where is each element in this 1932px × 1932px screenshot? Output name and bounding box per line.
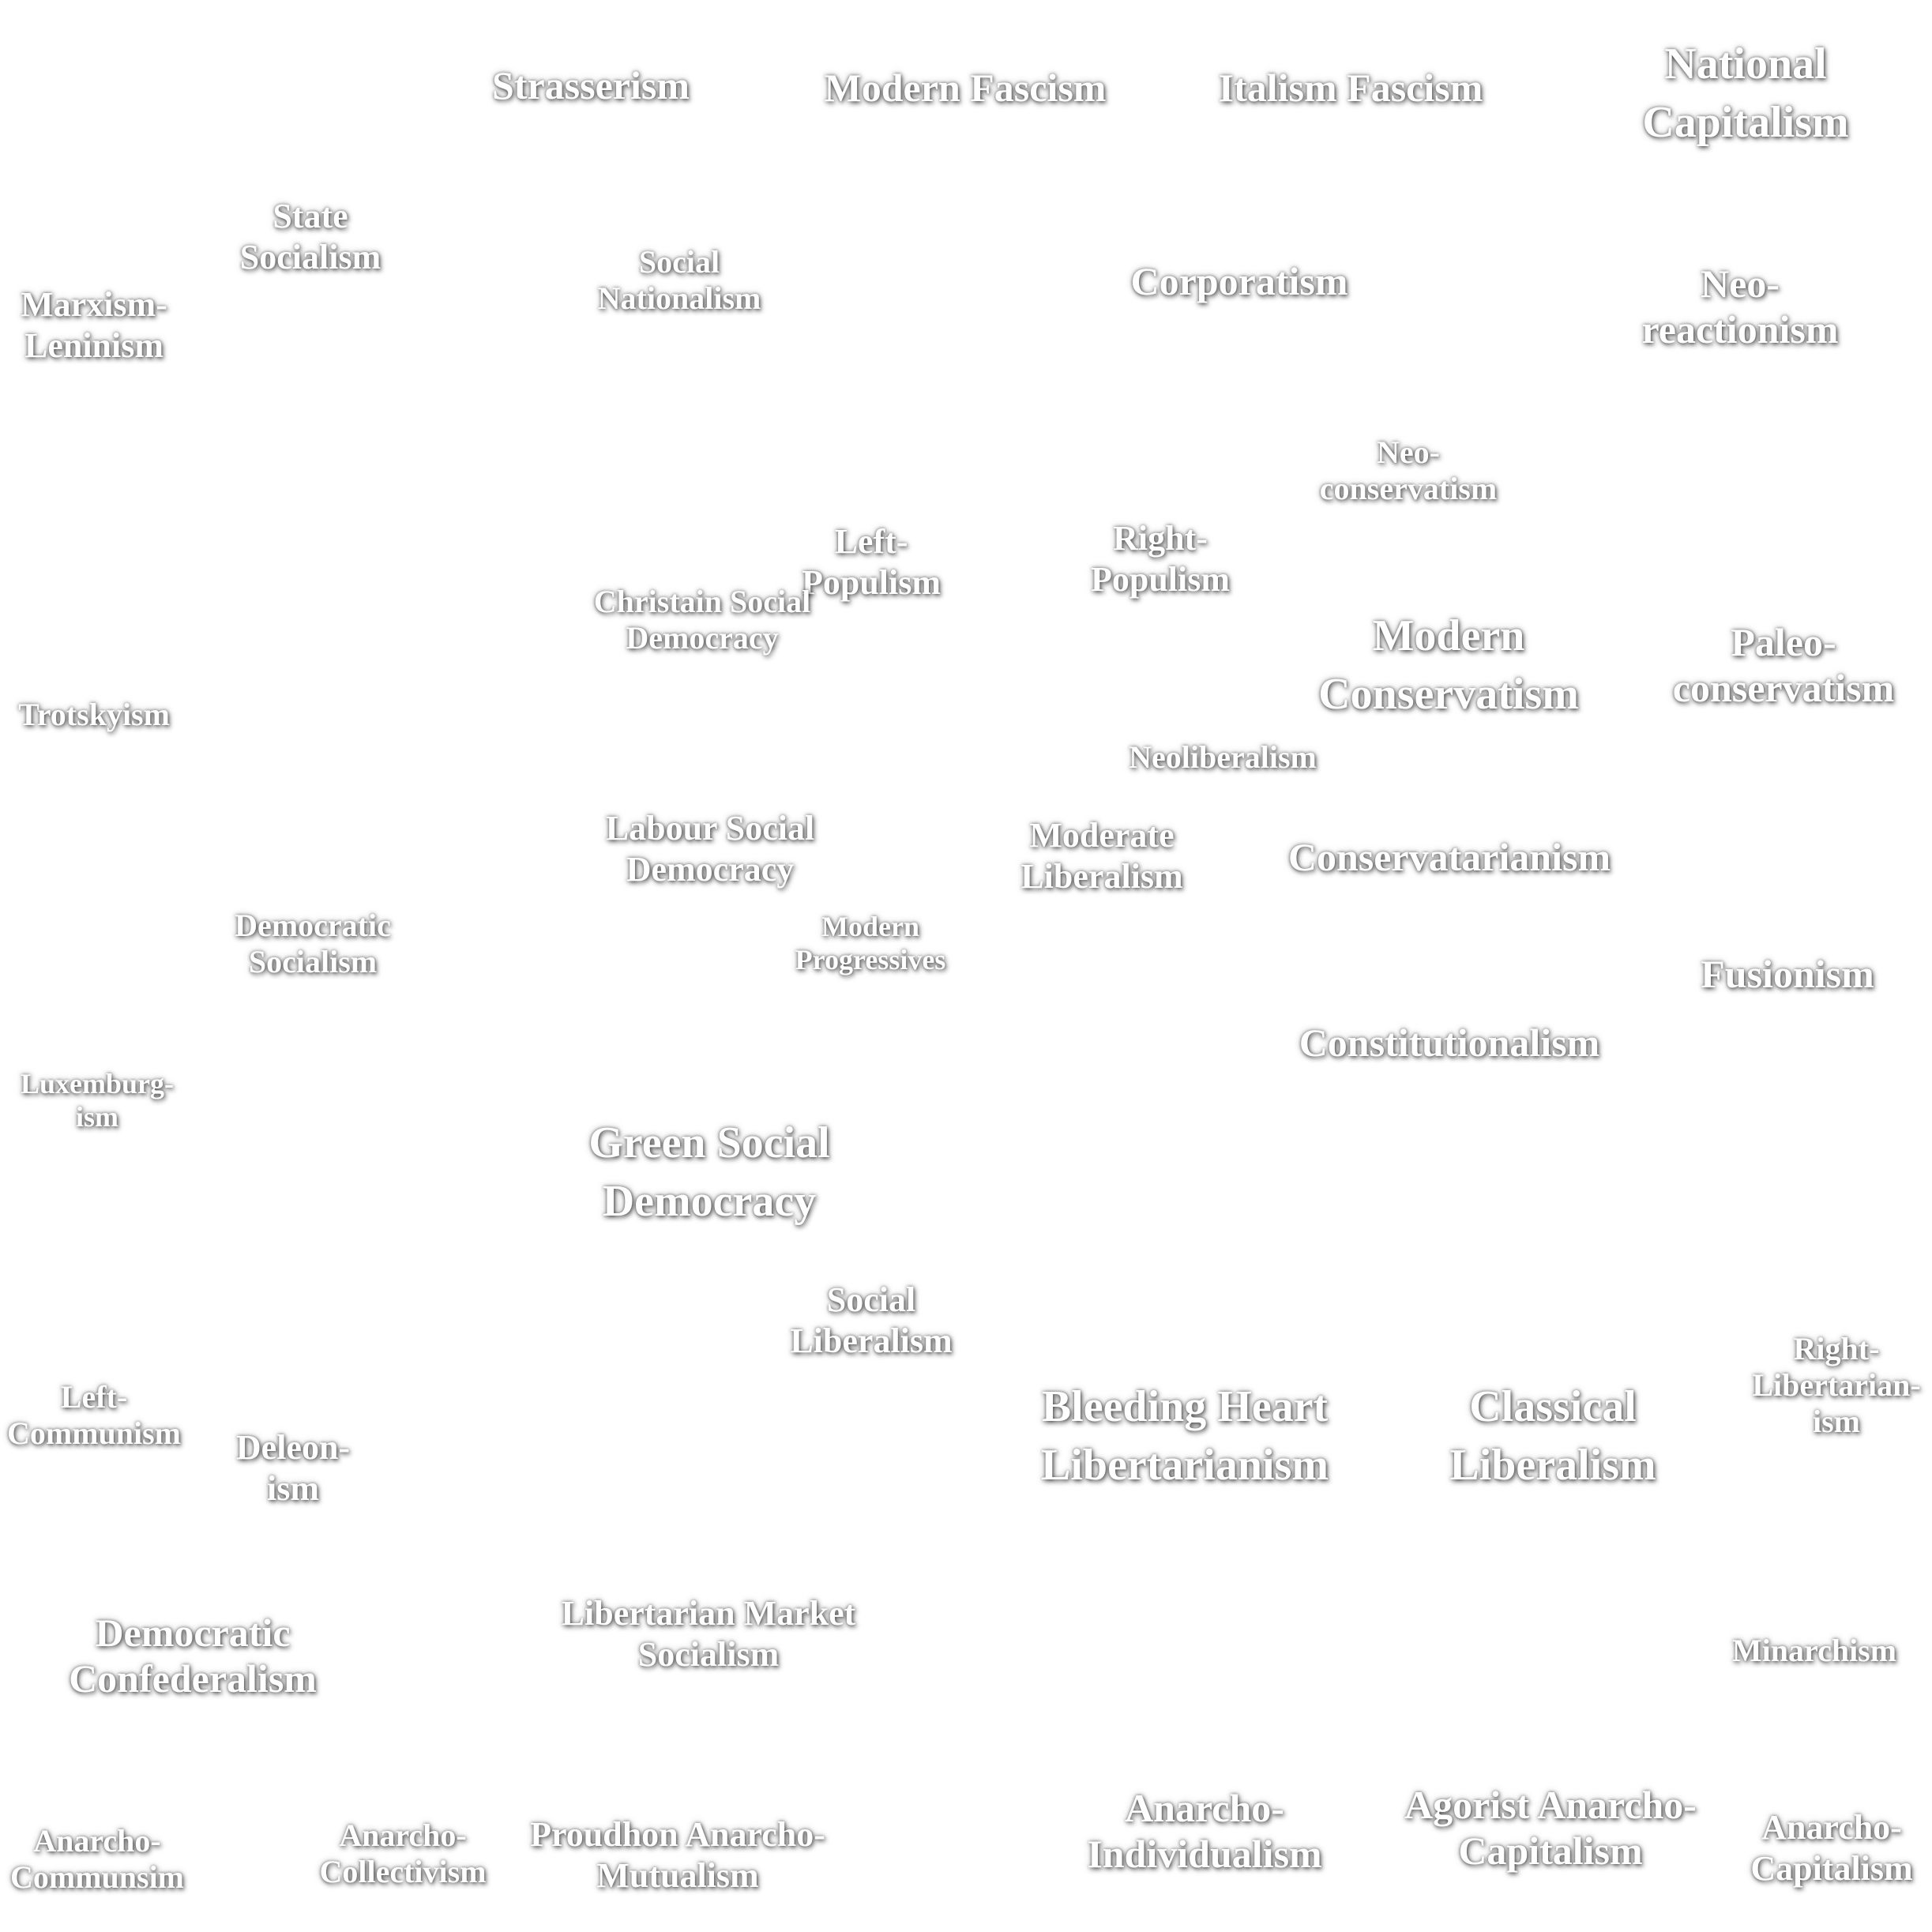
- label-modern-conservatism: Modern Conservatism: [1318, 611, 1579, 719]
- label-trotskyism: Trotskyism: [18, 697, 170, 732]
- label-social-nationalism: Social Nationalism: [597, 244, 761, 316]
- label-democratic-confederalism: Democratic Confederalism: [69, 1611, 317, 1701]
- label-democratic-socialism: Democratic Socialism: [235, 908, 391, 979]
- label-modern-progressives: Modern Progressives: [795, 911, 946, 975]
- label-classical-liberalism: Classical Liberalism: [1449, 1382, 1656, 1490]
- label-national-capitalism: National Capitalism: [1642, 39, 1849, 147]
- label-left-communism: Left- Communism: [6, 1379, 182, 1451]
- label-neoliberalism: Neoliberalism: [1129, 739, 1317, 775]
- label-state-socialism: State Socialism: [239, 197, 382, 276]
- label-christain-social-democracy: Christain Social Democracy: [593, 584, 811, 656]
- label-neo-reactionism: Neo- reactionism: [1641, 261, 1839, 351]
- label-proudhon-anarcho-mutualism: Proudhon Anarcho- Mutualism: [530, 1815, 825, 1895]
- label-right-populism: Right- Populism: [1090, 519, 1231, 599]
- label-right-libertarianism: Right- Libertarian- ism: [1752, 1331, 1921, 1439]
- label-social-liberalism: Social Liberalism: [790, 1280, 953, 1360]
- label-bleeding-heart-libertarianism: Bleeding Heart Libertarianism: [1041, 1382, 1329, 1490]
- label-marxism-leninism: Marxism- Leninism: [21, 285, 167, 365]
- label-anarcho-communsim: Anarcho- Communsim: [9, 1823, 185, 1895]
- label-left-populism: Left- Populism: [801, 522, 942, 602]
- label-paleo-conservatism: Paleo- conservatism: [1672, 620, 1895, 710]
- label-fusionism: Fusionism: [1701, 952, 1874, 996]
- label-luxemburgism: Luxemburg- ism: [20, 1068, 175, 1133]
- label-green-social-democracy: Green Social Democracy: [588, 1118, 830, 1226]
- label-conservatarianism: Conservatarianism: [1287, 835, 1611, 879]
- label-strasserism: Strasserism: [492, 63, 690, 107]
- label-minarchism: Minarchism: [1731, 1633, 1897, 1668]
- label-constitutionalism: Constitutionalism: [1299, 1021, 1600, 1065]
- label-libertarian-market-socialism: Libertarian Market Socialism: [561, 1594, 856, 1674]
- label-modern-fascism: Modern Fascism: [824, 66, 1107, 110]
- label-agorist-anarcho-capitalism: Agorist Anarcho- Capitalism: [1404, 1783, 1697, 1873]
- label-italism-fascism: Italism Fascism: [1218, 66, 1483, 110]
- label-anarcho-collectivism: Anarcho- Collectivism: [319, 1817, 487, 1889]
- label-deleonism: Deleon- ism: [235, 1428, 351, 1508]
- label-anarcho-capitalism: Anarcho- Capitalism: [1750, 1808, 1913, 1888]
- label-corporatism: Corporatism: [1130, 259, 1348, 303]
- label-neo-conservatism: Neo- conservatism: [1319, 434, 1498, 506]
- label-anarcho-individualism: Anarcho- Individualism: [1087, 1786, 1322, 1876]
- label-labour-social-democracy: Labour Social Democracy: [605, 809, 815, 889]
- label-moderate-liberalism: Moderate Liberalism: [1021, 816, 1183, 896]
